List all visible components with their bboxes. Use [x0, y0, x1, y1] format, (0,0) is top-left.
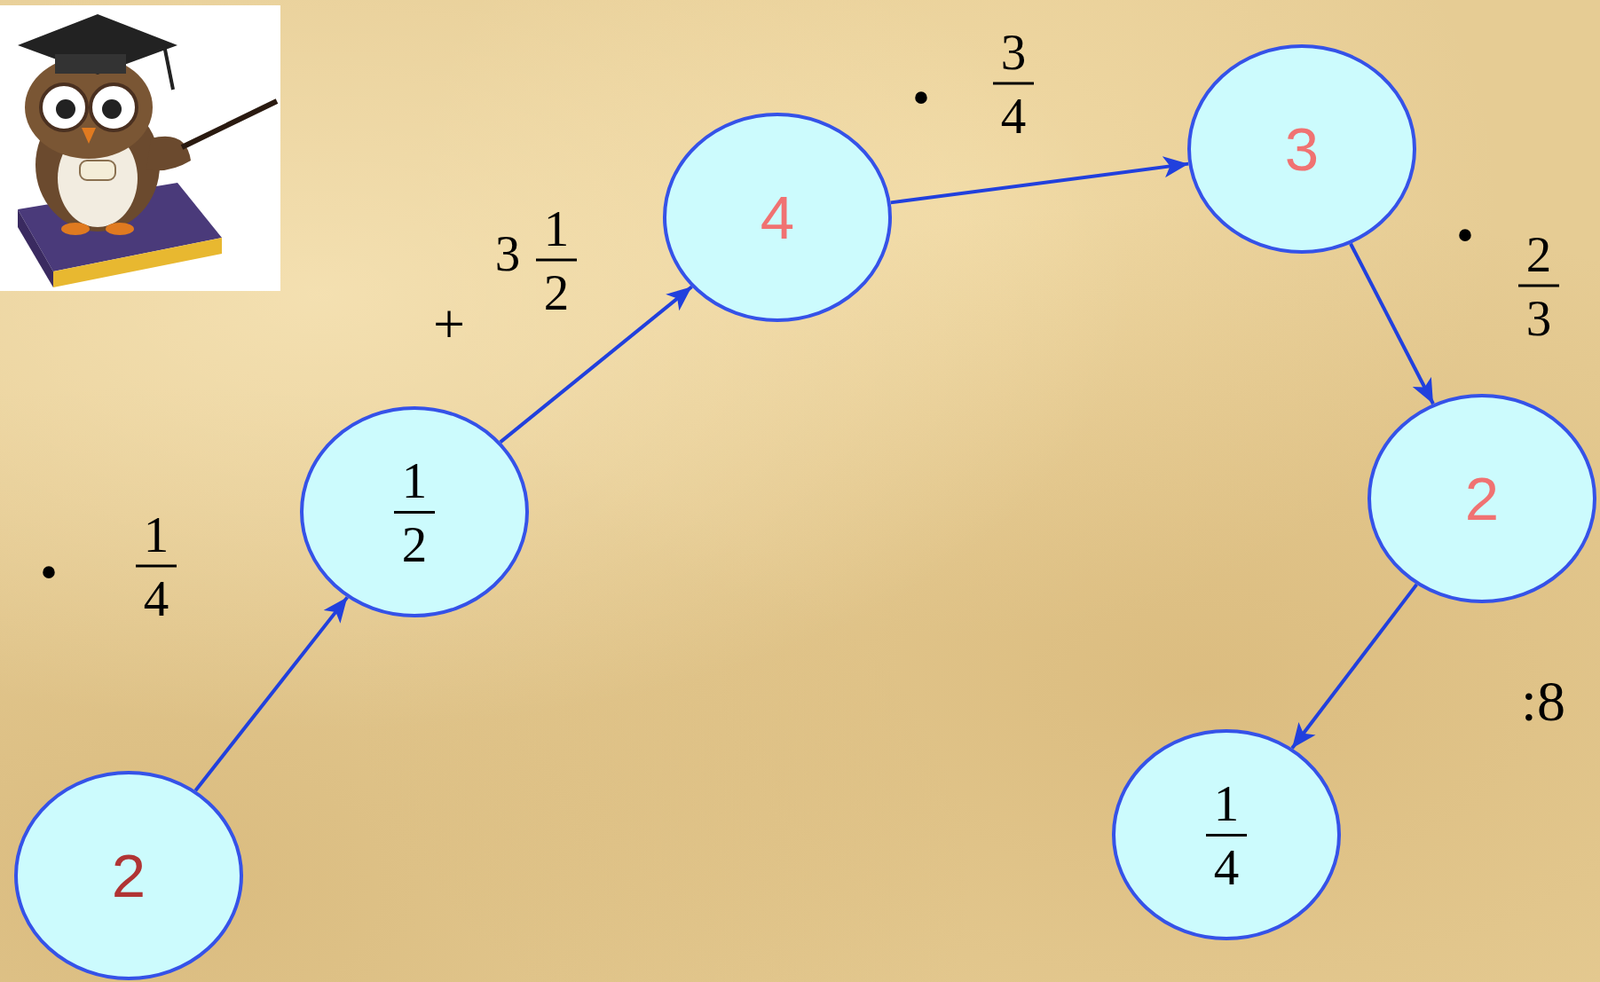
arrow-connector — [500, 286, 693, 442]
operation-sign: • — [1456, 209, 1474, 261]
numerator: 1 — [1213, 778, 1240, 829]
denominator: 4 — [1000, 90, 1027, 142]
denominator: 4 — [1213, 842, 1240, 893]
owl-illustration — [0, 5, 281, 292]
numerator: 1 — [401, 455, 428, 506]
numerator: 1 — [143, 509, 170, 560]
operation-sign: :8 — [1521, 673, 1566, 731]
node-number: 2 — [1465, 468, 1499, 530]
circle-shape — [1369, 395, 1595, 602]
denominator: 4 — [143, 573, 170, 624]
numerator: 2 — [1526, 228, 1553, 280]
circle-node: 3 — [1187, 44, 1417, 254]
arrow-connector — [890, 164, 1190, 204]
operation-sign: • — [912, 71, 931, 123]
circle-node: 14 — [1111, 729, 1341, 941]
fraction-bar — [535, 259, 577, 262]
node-number: 4 — [760, 187, 795, 249]
denominator: 2 — [543, 267, 570, 318]
circle-shape — [1189, 46, 1415, 253]
arrow-connector — [195, 597, 347, 791]
numerator: 1 — [543, 203, 570, 254]
operand-fraction: 34 — [993, 26, 1034, 142]
numerator: 3 — [1000, 26, 1027, 78]
circle-shape — [664, 114, 891, 321]
operation-sign: + — [433, 296, 466, 354]
circle-node: 2 — [1367, 394, 1597, 604]
arrow-connector — [1350, 244, 1434, 405]
fraction-bar — [394, 511, 435, 514]
arrow-connector — [1292, 584, 1417, 749]
circle-shape — [15, 772, 242, 979]
operand-fraction: 14 — [135, 509, 177, 624]
operand-fraction: 23 — [1518, 228, 1560, 344]
denominator: 2 — [401, 519, 428, 570]
fraction-bar — [993, 82, 1034, 86]
circle-node: 2 — [14, 771, 244, 981]
circle-node: 4 — [662, 112, 892, 323]
circle-shape — [1113, 731, 1340, 939]
fraction-bar — [1205, 834, 1247, 837]
operation-sign: • — [39, 546, 58, 598]
node-number: 3 — [1284, 118, 1319, 181]
circle-shape — [301, 408, 528, 616]
operand-fraction: 12 — [535, 203, 577, 318]
node-number: 2 — [111, 845, 146, 907]
fraction-bar — [1518, 284, 1560, 288]
fraction-bar — [135, 565, 177, 568]
denominator: 3 — [1526, 292, 1553, 344]
circle-node: 12 — [299, 406, 529, 618]
whole-part: 3 — [495, 228, 521, 279]
